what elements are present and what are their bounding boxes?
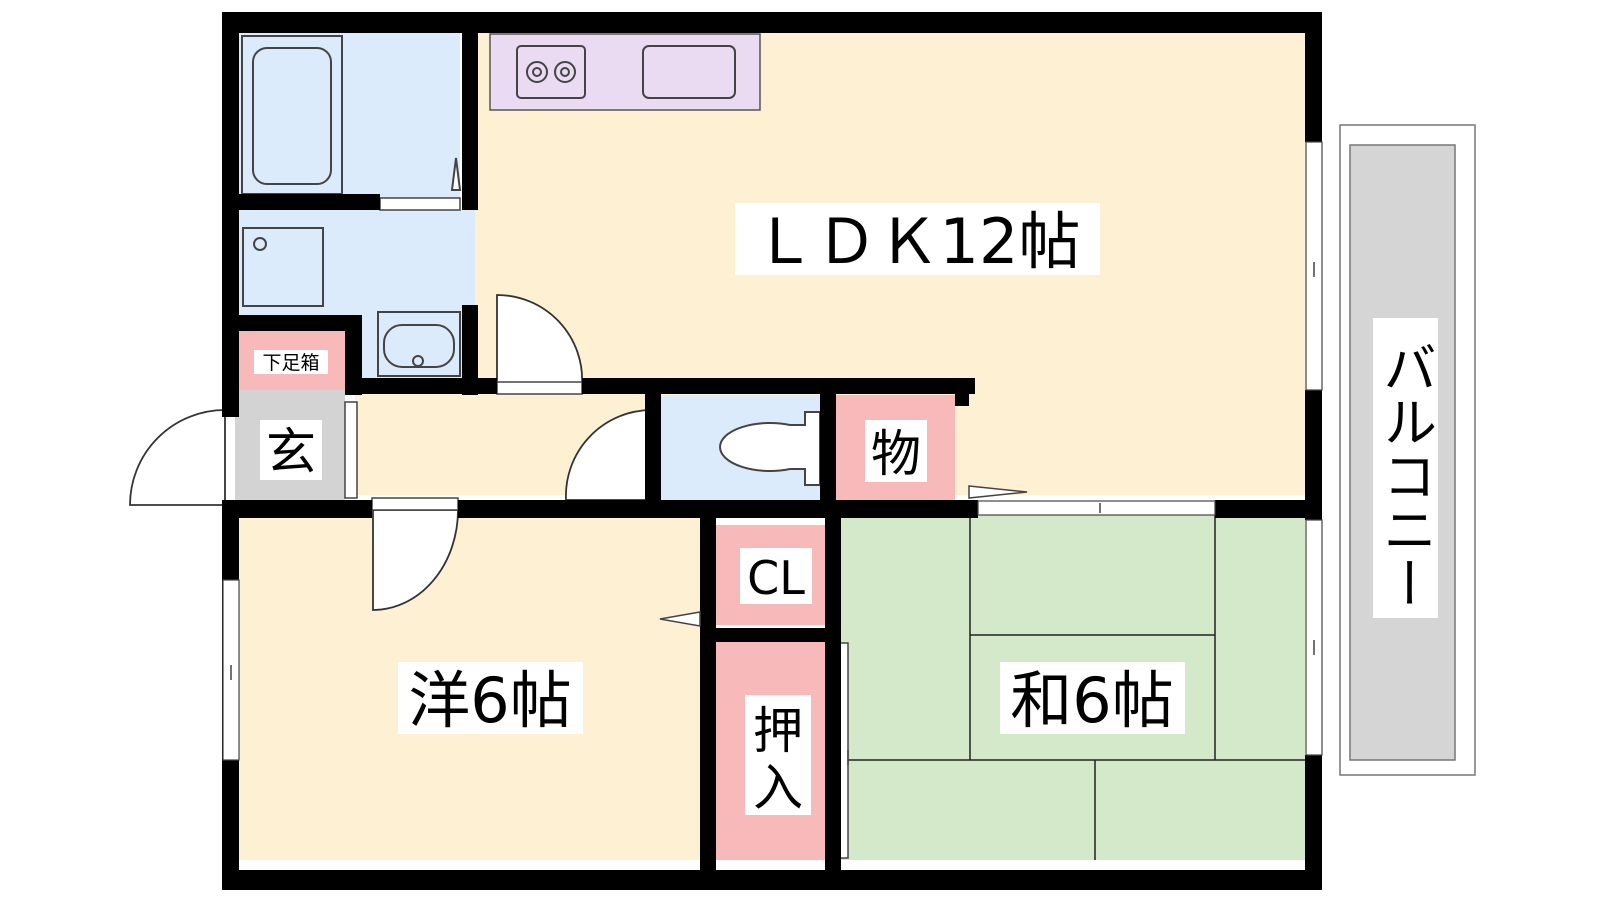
stove-icon [516, 45, 586, 99]
storage-door-swing [968, 485, 1028, 499]
ldk-label-bg [735, 203, 1100, 275]
toilet-icon [719, 411, 821, 486]
wash-basin-icon [377, 311, 461, 377]
storage-label: 物 [871, 425, 921, 483]
window-ticks [230, 262, 1315, 765]
windows [222, 141, 1323, 761]
japanese-room-label: 和6帖 [1010, 664, 1173, 737]
western-room-door [372, 509, 459, 611]
oshiire-label-bg [745, 695, 811, 815]
oshiire-label-bottom: 入 [753, 759, 803, 817]
closet-door-swing [659, 611, 701, 627]
balcony-label: バルコニー [1374, 340, 1437, 610]
shoe-box-label-bg [254, 350, 328, 374]
closet-label-bg [740, 548, 812, 604]
oshiire-label-top: 押 [753, 702, 803, 760]
walls [222, 12, 1322, 890]
doors [129, 294, 653, 611]
washing-machine-icon [242, 227, 324, 307]
closet-label: CL [747, 551, 805, 605]
balcony-window-japanese [1305, 519, 1323, 756]
entrance-label-bg [260, 420, 322, 480]
bathroom-floor [235, 30, 460, 200]
sliding-door-ldk-japanese [977, 500, 1216, 516]
storage-label-bg [865, 420, 927, 482]
western-room-label: 洋6帖 [408, 664, 571, 737]
sink-icon [642, 45, 736, 99]
ldk-label: ＬＤＫ12帖 [754, 205, 1081, 278]
entrance-door [129, 409, 226, 506]
western-label-bg [398, 662, 583, 734]
toilet-door [565, 409, 653, 501]
japanese-label-bg [1000, 662, 1185, 734]
entrance-label: 玄 [266, 423, 316, 481]
tatami-mats [835, 510, 1305, 860]
shoe-box-label: 下足箱 [262, 352, 319, 374]
balcony-label-bg [1373, 318, 1438, 618]
